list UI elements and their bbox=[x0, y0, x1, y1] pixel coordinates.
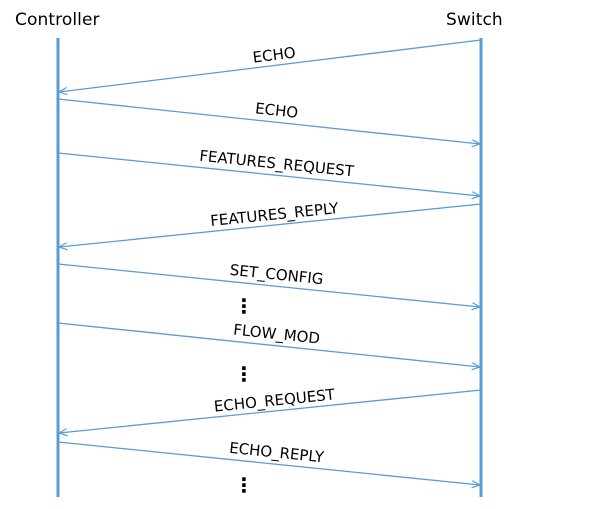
controller-label: Controller bbox=[15, 10, 100, 30]
message-label-1: ECHO bbox=[252, 44, 297, 67]
message-label-7: ECHO_REQUEST bbox=[213, 385, 337, 416]
message-arrow-4 bbox=[59, 203, 482, 247]
message-arrow-6 bbox=[57, 322, 480, 367]
message-arrow-7 bbox=[59, 389, 482, 433]
message-label-5: SET_CONFIG bbox=[229, 261, 324, 289]
message-label-3: FEATURES_REQUEST bbox=[198, 147, 355, 182]
message-arrow-5 bbox=[57, 263, 480, 307]
ellipsis-3: ⋮ bbox=[234, 473, 254, 497]
ellipsis-1: ⋮ bbox=[234, 294, 254, 318]
ellipsis-2: ⋮ bbox=[234, 362, 254, 386]
message-arrow-1 bbox=[59, 39, 482, 92]
message-arrow-3 bbox=[57, 152, 480, 196]
message-label-8: ECHO_REPLY bbox=[228, 439, 325, 468]
message-arrow-8 bbox=[57, 441, 480, 485]
message-label-2: ECHO bbox=[254, 99, 299, 121]
switch-label: Switch bbox=[446, 10, 503, 30]
message-label-4: FEATURES_REPLY bbox=[209, 199, 340, 231]
message-arrow-2 bbox=[57, 98, 480, 144]
message-label-6: FLOW_MOD bbox=[232, 321, 320, 349]
